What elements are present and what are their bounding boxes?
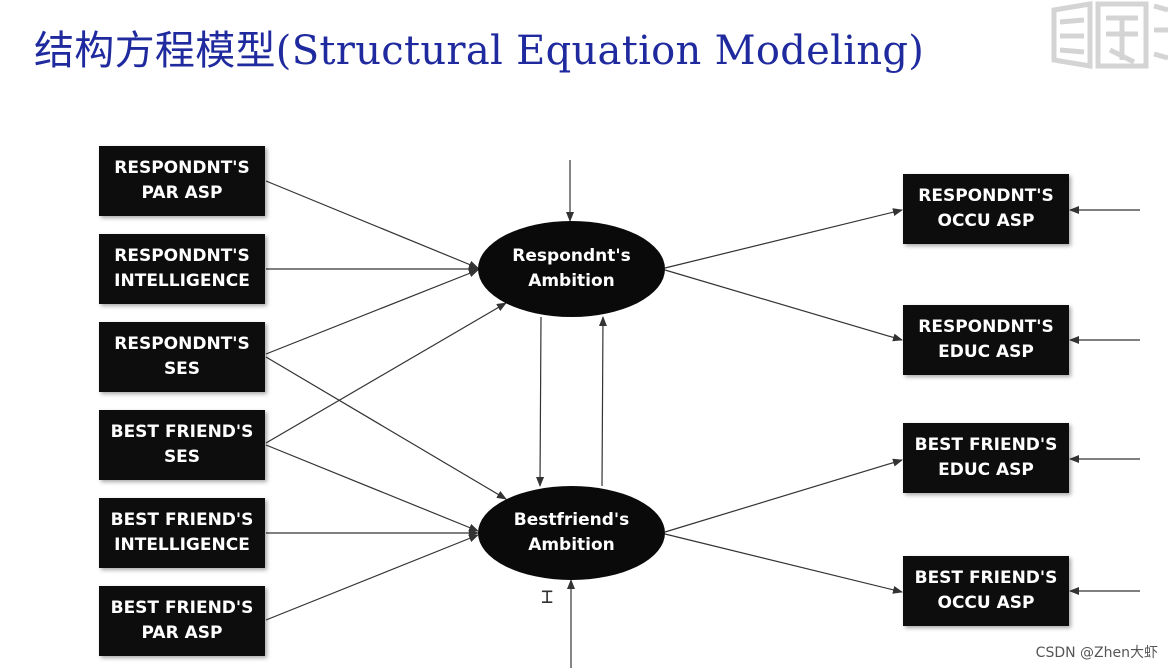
node-best-friend-educ-asp: BEST FRIEND'S EDUC ASP bbox=[903, 423, 1069, 493]
text-cursor-icon: ⌶ bbox=[541, 584, 554, 608]
latent-respondent-ambition: Respondnt's Ambition bbox=[478, 221, 665, 317]
arrow-bf-ambition-to-bf-occu bbox=[664, 533, 903, 594]
node-label-line2: PAR ASP bbox=[141, 183, 223, 203]
node-best-friend-occu-asp: BEST FRIEND'S OCCU ASP bbox=[903, 556, 1069, 626]
latent-bestfriend-ambition: Bestfriend's Ambition bbox=[478, 486, 665, 580]
node-label-line2: INTELLIGENCE bbox=[114, 271, 250, 291]
arrow-r-ambition-to-r-occu bbox=[664, 208, 903, 269]
node-label-line1: BEST FRIEND'S bbox=[110, 510, 254, 530]
node-label-line1: BEST FRIEND'S bbox=[110, 598, 254, 618]
arrow-bf-ses-to-r-ambition bbox=[265, 302, 507, 444]
node-label-line1: BEST FRIEND'S bbox=[914, 568, 1058, 588]
node-label-line2: OCCU ASP bbox=[937, 211, 1035, 231]
node-label-line2: OCCU ASP bbox=[937, 593, 1035, 613]
node-respondent-occu-asp: RESPONDNT'S OCCU ASP bbox=[903, 174, 1069, 244]
arrow-r-ses-to-bf-ambition bbox=[265, 356, 507, 500]
node-best-friend-intelligence: BEST FRIEND'S INTELLIGENCE bbox=[99, 498, 265, 568]
arrow-r-par-asp-to-r-ambition bbox=[265, 180, 479, 269]
arrow-bf-par-asp-to-bf-ambition bbox=[265, 534, 479, 621]
latent-label-line1: Respondnt's bbox=[512, 246, 631, 266]
node-respondent-par-asp: RESPONDNT'S PAR ASP bbox=[99, 146, 265, 216]
node-label-line2: EDUC ASP bbox=[938, 342, 1034, 362]
node-label-line2: SES bbox=[163, 447, 201, 467]
node-label-line2: PAR ASP bbox=[141, 623, 223, 643]
arrow-r-ambition-to-bf-ambition bbox=[536, 316, 545, 487]
node-label-line2: EDUC ASP bbox=[938, 460, 1034, 480]
watermark: CSDN @Zhen大虾 bbox=[1035, 645, 1158, 661]
node-label-line1: RESPONDNT'S bbox=[918, 186, 1054, 206]
node-label-line1: RESPONDNT'S bbox=[114, 334, 250, 354]
node-label-line1: RESPONDNT'S bbox=[918, 317, 1054, 337]
latent-label-line2: Ambition bbox=[528, 271, 615, 291]
node-label-line1: BEST FRIEND'S bbox=[914, 435, 1058, 455]
arrow-r-ses-to-r-ambition bbox=[265, 269, 479, 355]
node-best-friend-par-asp: BEST FRIEND'S PAR ASP bbox=[99, 586, 265, 656]
arrow-bf-ambition-to-bf-educ bbox=[664, 458, 903, 533]
latent-label-line2: Ambition bbox=[528, 535, 615, 555]
node-label-line1: BEST FRIEND'S bbox=[110, 422, 254, 442]
node-label-line2: SES bbox=[163, 359, 201, 379]
seal-logo-icon bbox=[1051, 1, 1168, 69]
node-label-line1: RESPONDNT'S bbox=[114, 246, 250, 266]
page-title: 结构方程模型(Structural Equation Modeling) bbox=[34, 28, 925, 74]
node-respondent-intelligence: RESPONDNT'S INTELLIGENCE bbox=[99, 234, 265, 304]
latent-label-line1: Bestfriend's bbox=[513, 510, 630, 530]
node-best-friend-ses: BEST FRIEND'S SES bbox=[99, 410, 265, 480]
arrow-bf-ses-to-bf-ambition bbox=[265, 444, 479, 532]
arrow-r-ambition-to-r-educ bbox=[664, 269, 903, 342]
node-respondent-ses: RESPONDNT'S SES bbox=[99, 322, 265, 392]
node-respondent-educ-asp: RESPONDNT'S EDUC ASP bbox=[903, 305, 1069, 375]
node-label-line2: INTELLIGENCE bbox=[114, 535, 250, 555]
node-label-line1: RESPONDNT'S bbox=[114, 158, 250, 178]
arrow-bf-ambition-to-r-ambition bbox=[598, 316, 607, 487]
